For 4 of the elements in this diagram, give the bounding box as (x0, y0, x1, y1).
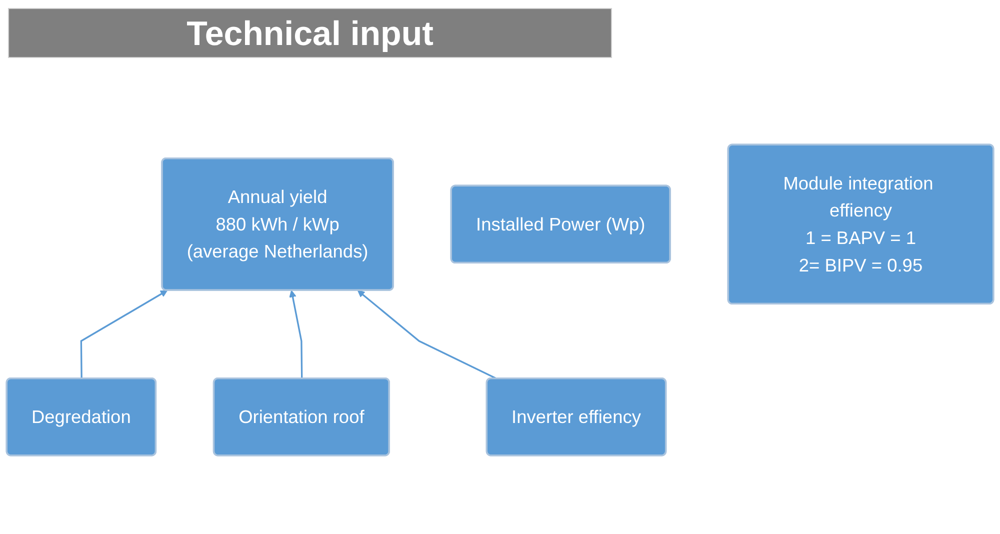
arrow (357, 290, 498, 380)
title-banner: Technical input (8, 8, 612, 58)
arrow (289, 290, 303, 379)
arrow (80, 290, 168, 379)
